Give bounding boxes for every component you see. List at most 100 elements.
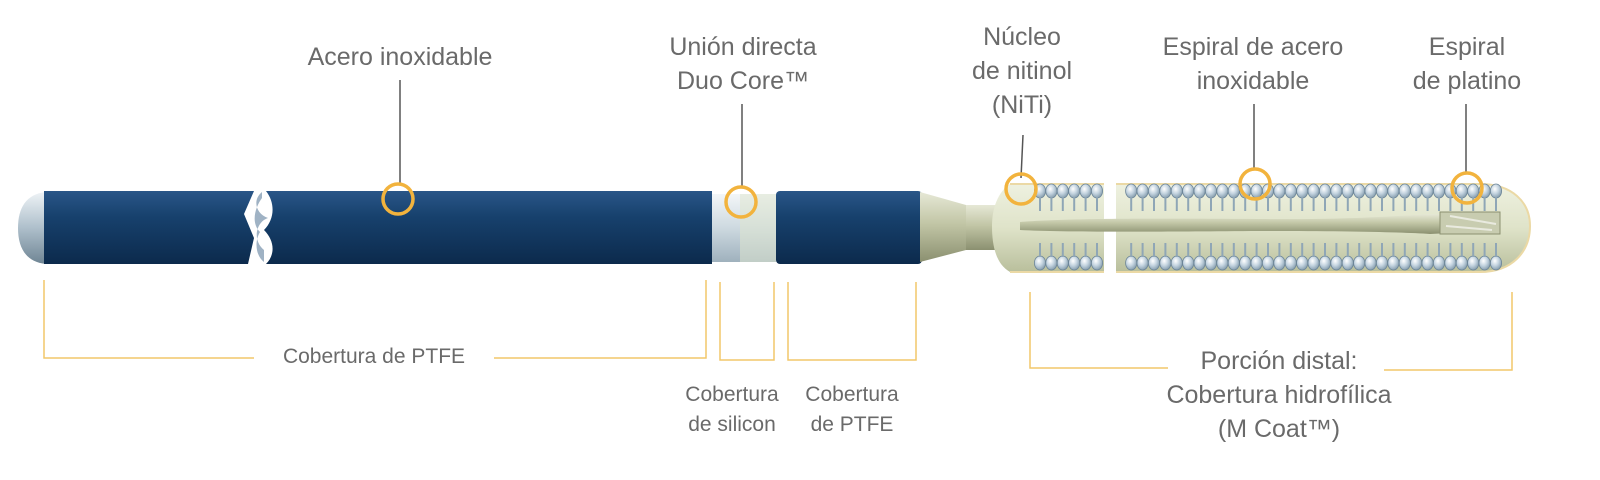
coil-turn [1205, 255, 1218, 271]
coil-turn [1364, 255, 1377, 271]
coil-turn [1319, 183, 1332, 199]
coil-turn [1091, 183, 1104, 199]
coil-turn [1262, 255, 1275, 271]
coil-turn [1341, 183, 1354, 199]
coil-turn [1136, 255, 1149, 271]
coil-turn [1216, 183, 1229, 199]
coil-turn [1170, 183, 1183, 199]
coil-turn [1148, 183, 1161, 199]
coil-turn [1433, 183, 1446, 199]
coil-turn [1376, 183, 1389, 199]
coil-turn [1216, 255, 1229, 271]
coil-turn [1444, 255, 1457, 271]
bracket-ptfe-2 [787, 282, 917, 361]
coil-turn [1307, 183, 1320, 199]
shaft-break [254, 192, 268, 262]
coil-turn [1410, 255, 1423, 271]
coil-turn [1034, 255, 1047, 271]
coil-turn [1284, 255, 1297, 271]
leader-nucleo [1020, 134, 1024, 179]
coil-turn [1193, 255, 1206, 271]
bracket-ptfe-main [43, 280, 707, 359]
coil-turn [1490, 183, 1503, 199]
coil-turn [1148, 255, 1161, 271]
callout-espiral-acero [1238, 167, 1272, 201]
coil-turn [1467, 255, 1480, 271]
shaft-segment-3 [776, 191, 922, 264]
label-espiral-platino: Espiral de platino [1412, 33, 1522, 95]
coil-turn [1079, 255, 1092, 271]
coil-turn [1398, 255, 1411, 271]
coil-turn [1376, 255, 1389, 271]
coil-turn [1433, 255, 1446, 271]
coil-turn [1455, 183, 1468, 199]
coil-turn [1125, 255, 1138, 271]
coil-row-bottom [1034, 243, 1503, 271]
label-acero-inoxidable: Acero inoxidable [307, 43, 493, 71]
bracket-silicon [719, 282, 775, 361]
label-union-directa: Unión directa Duo Core™ [669, 33, 817, 95]
coil-turn [1159, 183, 1172, 199]
coil-turn [1056, 183, 1069, 199]
shaft-segment-1 [44, 191, 254, 264]
coil-turn [1182, 255, 1195, 271]
coil-turn [1421, 183, 1434, 199]
coil-turn [1455, 255, 1468, 271]
label-nucleo-nitinol: Núcleo de nitinol (NiTi) [971, 23, 1073, 119]
inner-core [1020, 214, 1470, 234]
coil-turn [1250, 183, 1263, 199]
coil-turn [1239, 255, 1252, 271]
coil-turn [1467, 183, 1480, 199]
coil-turn [1125, 183, 1138, 199]
coil-turn [1330, 255, 1343, 271]
coil-turn [1205, 183, 1218, 199]
coil-turn [1398, 183, 1411, 199]
label-cobertura-ptfe-main: Cobertura de PTFE [282, 345, 466, 368]
coil-turn [1079, 183, 1092, 199]
coil-turn [1045, 255, 1058, 271]
coil-row-top [1034, 183, 1503, 211]
coil-turn [1056, 255, 1069, 271]
label-cobertura-ptfe-2: Cobertura de PTFE [805, 383, 899, 436]
coil-turn [1319, 255, 1332, 271]
coil-turn [1330, 183, 1343, 199]
bracket-distal [1029, 292, 1513, 371]
coil-turn [1478, 255, 1491, 271]
coil-turn [1296, 255, 1309, 271]
coil-turn [1193, 183, 1206, 199]
coil-turn [1227, 255, 1240, 271]
coil-turn [1307, 255, 1320, 271]
callout-nucleo [1004, 172, 1038, 206]
callout-acero [381, 182, 415, 216]
coil-turn [1170, 255, 1183, 271]
coil-turn [1284, 183, 1297, 199]
coil-turn [1273, 183, 1286, 199]
coil-turn [1068, 255, 1081, 271]
coil-turn [1159, 255, 1172, 271]
coil-turn [1364, 183, 1377, 199]
coil-turn [1296, 183, 1309, 199]
coil-turn [1250, 255, 1263, 271]
callout-union [724, 185, 758, 219]
coil-turn [1387, 183, 1400, 199]
coil-turn [1353, 255, 1366, 271]
coil-turn [1045, 183, 1058, 199]
coil-turn [1273, 255, 1286, 271]
coil-turn [1227, 183, 1240, 199]
coil-turn [1136, 183, 1149, 199]
coil-turn [1068, 183, 1081, 199]
label-cobertura-silicon: Cobertura de silicon [685, 383, 779, 436]
coil-turn [1421, 255, 1434, 271]
coil-turn [1091, 255, 1104, 271]
coil-turn [1410, 183, 1423, 199]
label-porcion-distal: Porción distal: Cobertura hidrofílica (M… [1166, 347, 1392, 443]
shaft-segment-2 [264, 191, 712, 264]
coil-turn [1182, 183, 1195, 199]
proximal-tip [18, 192, 46, 264]
coil-turn [1353, 183, 1366, 199]
label-espiral-acero: Espiral de acero inoxidable [1162, 33, 1344, 95]
coil-turn [1490, 255, 1503, 271]
callout-espiral-platino [1450, 171, 1484, 205]
coil-turn [1387, 255, 1400, 271]
